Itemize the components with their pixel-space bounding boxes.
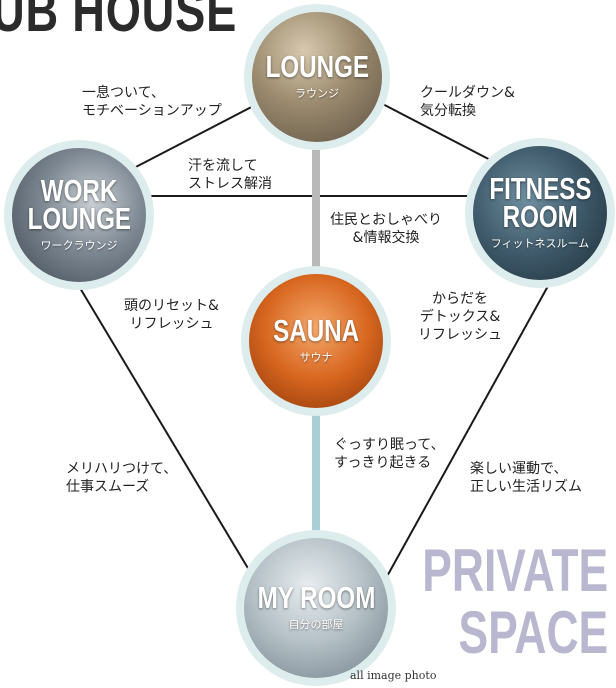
line-lounge-fitness — [374, 99, 501, 166]
edge-label-line: からだを — [432, 291, 488, 307]
edge-label-line: 気分転換 — [420, 103, 476, 119]
edge-label-line: 住民とおしゃべり — [330, 212, 442, 228]
edge-label-line: メリハリつけて、 — [66, 461, 178, 477]
edge-label-line: ぐっすり眠って、 — [334, 437, 445, 453]
private-space-line1: PRIVATE — [422, 537, 608, 604]
edge-label-line: すっきり起きる — [334, 455, 432, 471]
private-space-line2: SPACE — [458, 599, 608, 666]
work-lounge-title-line2: LOUNGE — [27, 201, 131, 236]
edge-label-line: リフレッシュ — [418, 327, 502, 343]
private-space-title: PRIVATE SPACE — [422, 540, 608, 664]
edge-label-line: クールダウン& — [420, 85, 515, 101]
my-room-subtitle: 自分の部屋 — [288, 618, 344, 631]
work-lounge-title-line1: WORK — [40, 173, 118, 208]
edge-label-sauna-myroom: ぐっすり眠って、 すっきり起きる — [334, 436, 445, 472]
sauna-subtitle: サウナ — [299, 351, 333, 364]
clubhouse-heading: UB HOUSE — [0, 0, 238, 44]
line-fitness-myroom — [384, 285, 549, 581]
lounge-title: LOUNGE — [265, 49, 369, 84]
edge-label-line: &情報交換 — [352, 230, 420, 246]
sauna-title: SAUNA — [273, 313, 359, 348]
edge-label-line: 一息ついて、 — [82, 85, 165, 101]
edge-label-line: 頭のリセット& — [124, 298, 219, 314]
lounge-node[interactable]: LOUNGE ラウンジ — [244, 4, 390, 150]
edge-label-line: 仕事スムーズ — [66, 479, 150, 495]
sauna-node[interactable]: SAUNA サウナ — [241, 266, 391, 416]
fitness-room-node[interactable]: FITNESS ROOM フィットネスルーム — [465, 138, 615, 288]
edge-label-line: 汗を流して — [188, 158, 258, 174]
photo-credit: all image photo — [350, 669, 437, 682]
edge-label-line: 正しい生活リズム — [470, 479, 582, 495]
fitness-room-title-line2: ROOM — [502, 199, 578, 234]
edge-label-lounge-sauna: 住民とおしゃべり &情報交換 — [330, 211, 442, 247]
edge-label-work-myroom: メリハリつけて、 仕事スムーズ — [66, 460, 177, 496]
edge-label-line: リフレッシュ — [129, 316, 214, 332]
edge-label-line: モチベーションアップ — [82, 103, 222, 119]
edge-label-lounge-work: 一息ついて、 モチベーションアップ — [82, 84, 222, 120]
line-lounge-work — [129, 99, 266, 171]
work-lounge-subtitle: ワークラウンジ — [40, 239, 118, 252]
fitness-room-title-line1: FITNESS — [488, 171, 592, 206]
fitness-room-subtitle: フィットネスルーム — [490, 237, 590, 250]
my-room-node[interactable]: MY ROOM 自分の部屋 — [236, 530, 396, 686]
edge-label-line: デトックス& — [419, 309, 501, 325]
lounge-subtitle: ラウンジ — [295, 87, 339, 100]
edge-label-work-fitness: 汗を流して ストレス解消 — [188, 157, 272, 193]
edge-label-line: ストレス解消 — [188, 176, 272, 192]
edge-label-line: 楽しい運動で、 — [470, 461, 568, 477]
edge-label-lounge-fitness: クールダウン& 気分転換 — [420, 84, 515, 120]
edge-label-fitness-sauna: からだを デトックス& リフレッシュ — [418, 290, 502, 344]
line-work-myroom — [79, 287, 256, 581]
edge-label-work-sauna: 頭のリセット& リフレッシュ — [124, 297, 219, 333]
my-room-title: MY ROOM — [257, 580, 375, 615]
edge-label-fitness-myroom: 楽しい運動で、 正しい生活リズム — [470, 460, 582, 496]
work-lounge-node[interactable]: WORK LOUNGE ワークラウンジ — [4, 140, 154, 290]
